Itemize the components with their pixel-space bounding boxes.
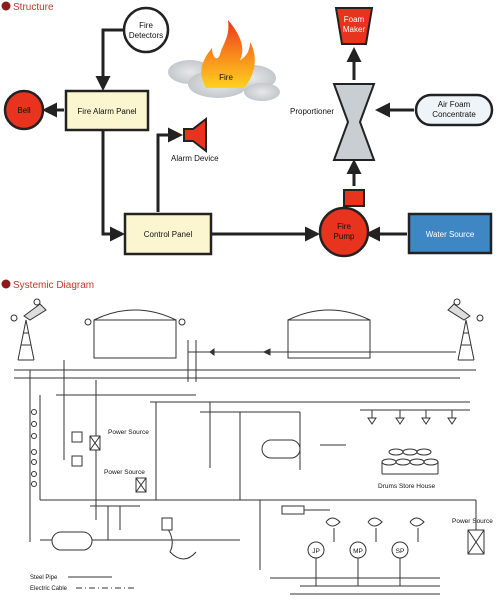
power-source-label-3: Power Source: [452, 518, 493, 525]
alarm-device-label: Alarm Device: [171, 154, 219, 163]
storage-tank-left-icon: [84, 309, 186, 359]
control-to-alarm-line: [156, 127, 183, 212]
bell-label: Bell: [17, 106, 31, 115]
structure-title: Structure: [13, 2, 54, 13]
fire-pump-line2: Pump: [334, 232, 355, 241]
systemic-schematic: [10, 298, 485, 595]
fire-alarm-panel: Fire Alarm Panel: [64, 89, 150, 132]
section-bullet-icon: [1, 279, 11, 289]
fire-pump: Fire Pump: [318, 189, 370, 258]
fire-detectors-line1: Fire: [139, 21, 153, 30]
water-source: Water Source: [407, 212, 493, 255]
systemic-section-header: Systemic Diagram: [1, 279, 94, 291]
drums-icon: [381, 448, 439, 475]
pump-label-sp: SP: [396, 548, 405, 555]
control-panel: Control Panel: [123, 212, 213, 256]
fire-detectors: Fire Detectors: [122, 6, 170, 54]
systemic-title: Systemic Diagram: [13, 280, 94, 291]
proportioner-label: Proportioner: [290, 107, 334, 116]
alarm-device: Alarm Device: [171, 116, 219, 163]
control-panel-label: Control Panel: [144, 230, 193, 239]
power-source-label-2: Power Source: [104, 469, 145, 476]
panel-to-control-line: [101, 130, 125, 242]
power-source-label-1: Power Source: [108, 429, 149, 436]
switch-box-icon: [71, 455, 83, 467]
drums-store-house-label: Drums Store House: [378, 483, 435, 490]
pump-group-icon: [259, 500, 440, 595]
pump-label-mp: MP: [353, 548, 363, 555]
fire-pump-line1: Fire: [337, 222, 351, 231]
fire-alarm-panel-label: Fire Alarm Panel: [77, 107, 136, 116]
water-source-label: Water Source: [426, 230, 475, 239]
bell: Bell: [3, 89, 45, 131]
foam-maker-line2: Maker: [343, 25, 366, 34]
structure-connections: [42, 28, 414, 242]
valve-column-icons: [31, 409, 37, 487]
air-foam-concentrate-line2: Concentrate: [432, 110, 476, 119]
mixing-tank-icon: [261, 439, 301, 459]
fire-label: Fire: [219, 73, 233, 82]
left-tower-icon: [10, 298, 47, 361]
foam-maker-line1: Foam: [344, 15, 365, 24]
fire-icon: Fire: [168, 20, 280, 101]
foam-maker: Foam Maker: [334, 7, 374, 45]
lower-tank-icon: [51, 531, 93, 551]
structure-section-header: Structure: [1, 1, 54, 13]
legend-electric-cable-label: Electric Cable: [30, 586, 68, 592]
proportioner: Proportioner: [290, 83, 376, 161]
fire-detectors-line2: Detectors: [129, 31, 163, 40]
hose-icon: [165, 525, 197, 560]
air-foam-concentrate-line1: Air Foam: [438, 100, 471, 109]
storage-tank-right-icon: [287, 309, 371, 359]
section-bullet-icon: [1, 1, 11, 11]
detector-to-panel-line: [95, 28, 126, 91]
pump-label-jp: JP: [312, 548, 320, 555]
foam-nozzle-icons: [360, 409, 470, 425]
switch-box-icon: [71, 431, 83, 443]
air-foam-concentrate: Air Foam Concentrate: [414, 93, 494, 127]
legend-steel-pipe-label: Steel Pipe: [30, 575, 58, 581]
right-tower-icon: [447, 298, 484, 361]
